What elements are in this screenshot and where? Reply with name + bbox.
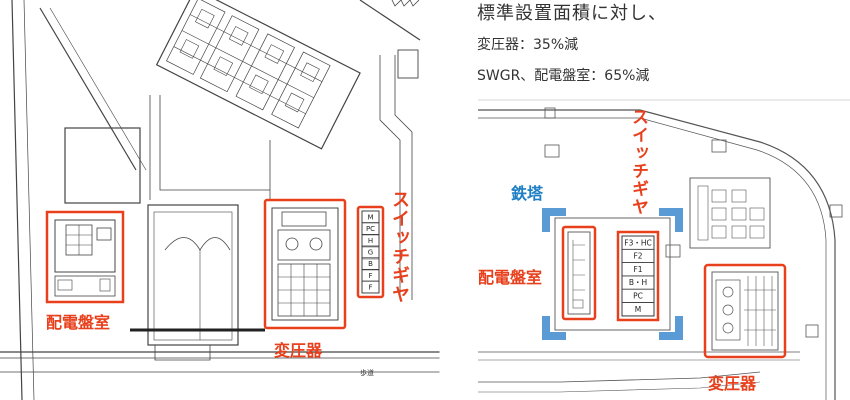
summary-swgr-reduction: SWGR、配電盤室：65%減 <box>477 68 650 84</box>
right-plan <box>478 99 850 400</box>
right-curved-wall <box>639 109 836 400</box>
right-switchgear-label: スイッチギヤ <box>628 108 648 216</box>
old-building <box>64 127 141 204</box>
left-boundary-line-2 <box>23 0 35 400</box>
existing-transformer-yard <box>155 0 361 150</box>
tower-enclosure <box>554 217 671 331</box>
tower-bracket-bottom-left <box>542 316 566 340</box>
right-distribution-room <box>561 225 597 321</box>
right-distribution-room-label: 配電盤室 <box>478 268 543 287</box>
left-switchgear-cell-label: B <box>368 260 373 268</box>
left-transformer <box>263 198 347 330</box>
footpath-label: 歩道 <box>360 369 374 377</box>
left-distribution-room-label: 配電盤室 <box>46 313 111 332</box>
old-switchgear-building <box>147 204 239 346</box>
left-switchgear-cell-label: G <box>368 248 373 256</box>
left-plan <box>0 0 440 400</box>
left-switchgear-label: スイッチギヤ <box>389 190 410 304</box>
right-switchgear-cell <box>621 302 655 317</box>
left-boundary-line <box>11 0 23 400</box>
summary-heading: 標準設置面積に対し、 <box>477 3 667 24</box>
left-switchgear-cell-label: H <box>368 237 373 245</box>
top-hatch <box>391 0 420 7</box>
left-switchgear-cell-label: PC <box>366 225 375 233</box>
right-switchgear-cell-label: M <box>635 305 641 314</box>
left-switchgear-cell-label: F <box>368 272 372 280</box>
summary-transformer-reduction: 変圧器：35%減 <box>477 37 579 53</box>
left-transformer-label: 変圧器 <box>274 341 323 360</box>
right-switchgear-cell-label: F2 <box>633 252 642 261</box>
tower-label: 鉄塔 <box>511 184 544 203</box>
right-transformer-label: 変圧器 <box>708 374 757 393</box>
left-switchgear-cell-label: M <box>367 213 373 221</box>
right-transformer <box>703 263 787 359</box>
tower-bracket-bottom-right <box>659 316 683 340</box>
left-switchgear-cell <box>361 280 380 294</box>
left-distribution-room <box>45 210 125 304</box>
diagonal-wall-2 <box>49 7 147 171</box>
tower-bracket-top-left <box>542 208 566 232</box>
right-switchgear-cell-label: F1 <box>633 265 642 274</box>
right-switchgear-cell-label: PC <box>633 292 643 301</box>
tower-bracket-top-right <box>659 208 683 232</box>
left-switchgear-cell-label: F <box>368 284 372 292</box>
existing-equipment <box>689 177 771 249</box>
right-switchgear-cell-label: B・H <box>629 278 647 287</box>
right-switchgear-cell-label: F3・HC <box>624 238 651 247</box>
diagonal-wall <box>39 7 137 171</box>
top-road-line <box>359 0 421 41</box>
tower-brackets <box>542 208 683 340</box>
